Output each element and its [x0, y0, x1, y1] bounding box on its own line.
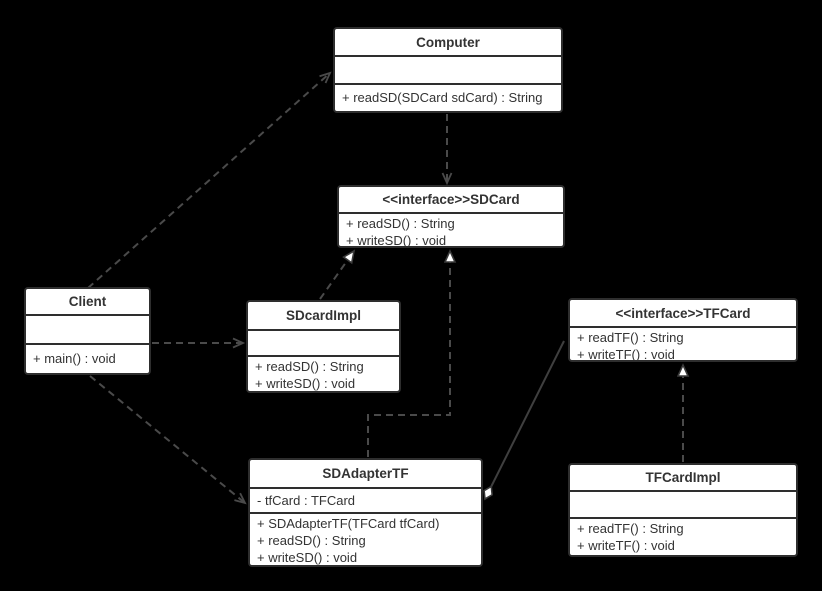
methods-compartment: + readSD() : String + writeSD() : void	[248, 355, 399, 391]
class-box-tfcardimpl[interactable]: TFCardImpl + readTF() : String + writeTF…	[568, 463, 798, 557]
method-item: + readSD(SDCard sdCard) : String	[342, 90, 543, 105]
connector-sdadaptertf-tfcard-aggregation[interactable]	[485, 340, 565, 499]
attributes-compartment	[26, 314, 149, 343]
connector-sdadaptertf-sdcard-realization[interactable]	[367, 251, 450, 457]
method-item: + writeSD() : void	[346, 233, 447, 246]
methods-compartment: + readTF() : String + writeTF() : void	[570, 517, 796, 553]
class-title: Client	[68, 294, 107, 309]
method-item: + SDAdapterTF(TFCard tfCard)	[257, 516, 440, 531]
method-item: + readSD() : String	[257, 533, 366, 548]
attributes-compartment	[570, 490, 796, 517]
methods-compartment: + main() : void	[26, 343, 149, 373]
method-item: + writeSD() : void	[255, 376, 356, 391]
method-item: + readTF() : String	[577, 330, 684, 345]
method-item: + main() : void	[33, 351, 116, 366]
method-item: + writeSD() : void	[257, 550, 358, 565]
attribute-item: - tfCard : TFCard	[257, 493, 356, 508]
class-box-sdcardimpl[interactable]: SDcardImpl + readSD() : String + writeSD…	[246, 300, 401, 393]
method-item: + readSD() : String	[255, 359, 364, 374]
class-title: SDAdapterTF	[322, 466, 409, 481]
connector-sdcardimpl-sdcard-realization[interactable]	[319, 251, 354, 300]
method-item: + writeTF() : void	[577, 538, 675, 553]
class-title: <<interface>>TFCard	[615, 305, 751, 321]
attributes-compartment	[248, 329, 399, 355]
method-item: + writeTF() : void	[577, 347, 675, 360]
class-title: <<interface>>SDCard	[382, 192, 520, 207]
methods-compartment: + readSD(SDCard sdCard) : String	[335, 83, 561, 111]
attributes-compartment: - tfCard : TFCard	[250, 487, 481, 512]
class-box-sdadaptertf[interactable]: SDAdapterTF - tfCard : TFCard + SDAdapte…	[248, 458, 483, 567]
class-box-tfcard-interface[interactable]: <<interface>>TFCard + readTF() : String …	[568, 298, 798, 362]
class-box-sdcard-interface[interactable]: <<interface>>SDCard + readSD() : String …	[337, 185, 565, 248]
class-box-computer[interactable]: Computer + readSD(SDCard sdCard) : Strin…	[333, 27, 563, 113]
attributes-compartment	[335, 55, 561, 83]
methods-compartment: + readTF() : String + writeTF() : void	[570, 326, 796, 360]
class-box-client[interactable]: Client + main() : void	[24, 287, 151, 375]
class-title: Computer	[416, 34, 480, 50]
method-item: + readTF() : String	[577, 521, 684, 536]
class-title: SDcardImpl	[285, 308, 362, 323]
class-title: TFCardImpl	[645, 470, 721, 485]
method-item: + readSD() : String	[346, 216, 455, 231]
connector-client-computer-dependency[interactable]	[87, 71, 332, 289]
connector-client-sdadaptertf-dependency[interactable]	[89, 375, 247, 505]
methods-compartment: + readSD() : String + writeSD() : void	[339, 212, 563, 246]
methods-compartment: + SDAdapterTF(TFCard tfCard) + readSD() …	[250, 512, 481, 565]
